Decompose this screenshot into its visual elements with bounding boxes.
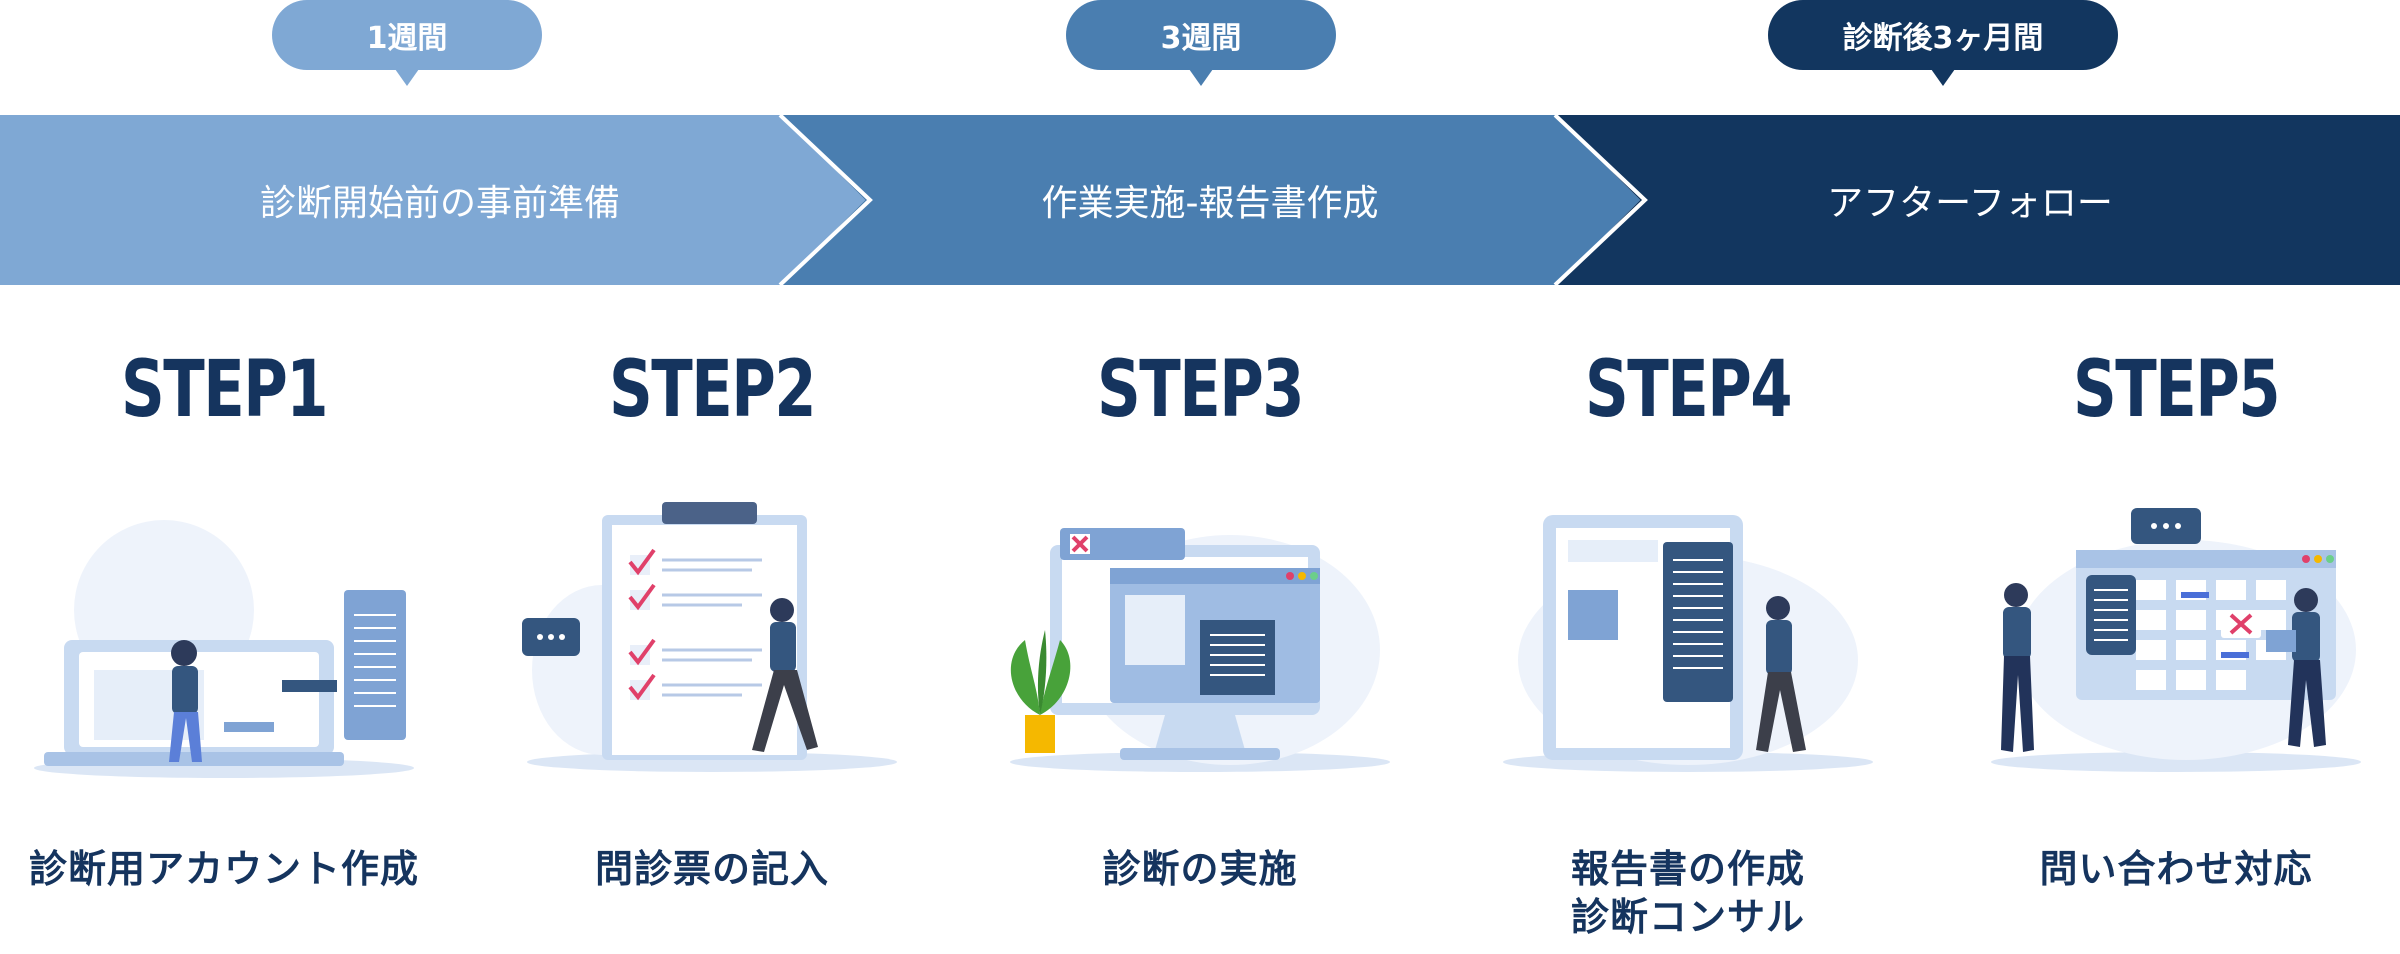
checklist-illustration	[522, 502, 897, 772]
phase-band	[0, 115, 2400, 285]
step-title: STEP3	[1096, 345, 1305, 435]
phase-segment-2	[780, 115, 1640, 285]
step-caption-line-1: 報告書の作成	[1570, 847, 1805, 891]
step-caption-line-2: 診断コンサル	[1570, 895, 1805, 939]
support-inquiry-illustration	[1991, 508, 2361, 772]
step-title: STEP2	[608, 345, 817, 435]
report-consulting-illustration	[1503, 515, 1873, 772]
phase-label-1: 診断開始前の事前準備	[259, 183, 620, 224]
step-title: STEP5	[2072, 345, 2281, 435]
phase-divider-2	[1553, 115, 1648, 285]
phase-label-2: 作業実施-報告書作成	[1041, 183, 1379, 224]
step-caption: 診断用アカウント作成	[28, 847, 419, 891]
step-caption: 診断の実施	[1102, 847, 1298, 891]
step-3: STEP3 診断の実施	[980, 340, 1420, 893]
step-caption: 報告書の作成診断コンサル	[1468, 845, 1908, 941]
monitor-diagnosis-illustration	[1010, 528, 1390, 772]
phase-segment-1	[0, 115, 865, 285]
phase-divider-1	[778, 115, 873, 285]
step-caption: 問診票の記入	[594, 847, 829, 891]
duration-badge-3: 診断後3ヶ月間	[1768, 0, 2118, 86]
step-5: STEP5	[1956, 340, 2396, 893]
step-4: STEP4 報告書の作成診断コンサル	[1468, 340, 1908, 941]
duration-badge-1: 1週間	[272, 0, 542, 86]
account-setup-illustration	[34, 520, 414, 778]
step-title: STEP4	[1584, 345, 1793, 435]
phase-segment-3	[1555, 115, 2400, 285]
step-caption: 問い合わせ対応	[2039, 847, 2313, 891]
phase-label-3: アフターフォロー	[1827, 183, 2113, 224]
step-title: STEP1	[120, 345, 329, 435]
step-1: STEP1 診断用アカウント作成	[4, 340, 444, 893]
duration-badge-2: 3週間	[1066, 0, 1336, 86]
step-2: STEP2	[492, 340, 932, 893]
